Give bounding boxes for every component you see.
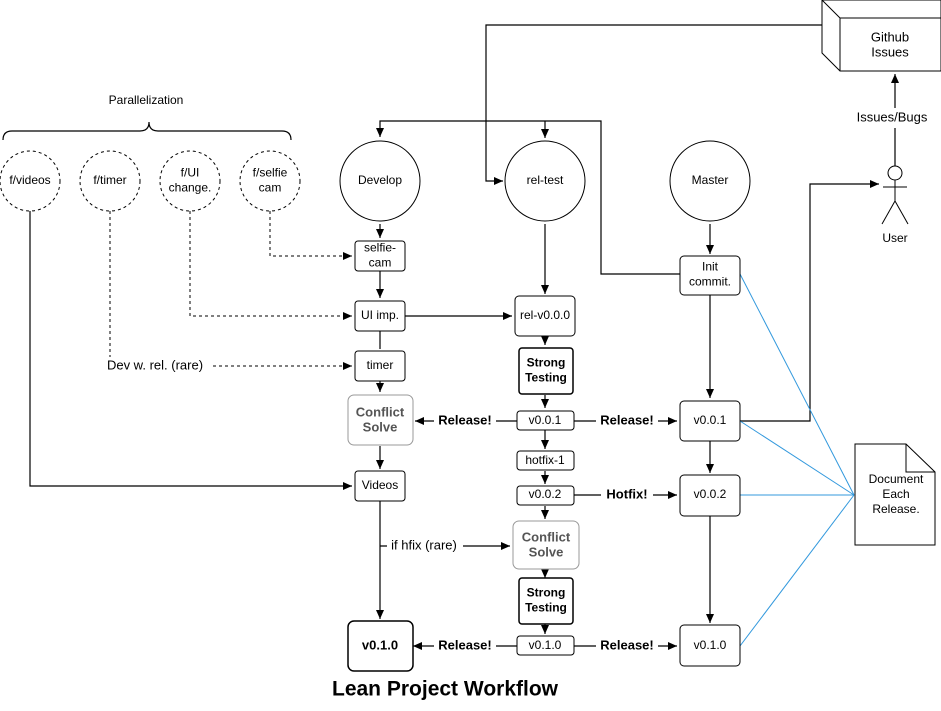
node-label: UI imp. <box>361 308 399 322</box>
feature-label: f/videos <box>9 173 50 187</box>
user-actor[interactable]: User <box>881 165 909 245</box>
node-label: selfie-cam <box>364 241 396 270</box>
node-label: rel-v0.0.0 <box>520 308 570 322</box>
node-v002-master[interactable]: v0.0.2 <box>679 474 741 517</box>
issues-bugs-label: Issues/Bugs <box>857 109 928 124</box>
user-label: User <box>882 231 907 245</box>
branch-label: Develop <box>358 173 402 187</box>
user-icon <box>881 165 909 225</box>
node-label: Videos <box>362 478 398 492</box>
node-v010-rel[interactable]: v0.1.0 <box>516 635 575 656</box>
node-v002-rel[interactable]: v0.0.2 <box>516 485 575 506</box>
release-label-master-v010: Release! <box>600 637 653 652</box>
node-hotfix-1[interactable]: hotfix-1 <box>516 450 575 471</box>
node-timer[interactable]: timer <box>354 350 406 382</box>
hotfix-label: Hotfix! <box>606 486 647 501</box>
release-label-dev-v010: Release! <box>438 637 491 652</box>
release-label-dev-v001: Release! <box>438 412 491 427</box>
node-ui-imp[interactable]: UI imp. <box>354 300 406 332</box>
node-v001-master[interactable]: v0.0.1 <box>679 400 741 442</box>
feature-node-videos[interactable]: f/videos <box>0 150 61 212</box>
release-label-master-v001: Release! <box>600 412 653 427</box>
node-selfie-cam[interactable]: selfie-cam <box>354 240 406 272</box>
node-label: v0.0.1 <box>529 413 562 427</box>
node-v010-master[interactable]: v0.1.0 <box>679 624 741 667</box>
node-v010-dev[interactable]: v0.1.0 <box>347 620 414 672</box>
node-label: v0.0.2 <box>694 487 727 501</box>
node-label: v0.0.2 <box>529 487 562 501</box>
node-label: timer <box>367 358 394 372</box>
parallelization-label: Parallelization <box>109 93 184 107</box>
feature-node-timer[interactable]: f/timer <box>79 150 141 212</box>
branch-label: rel-test <box>527 173 564 187</box>
edge-labels: Parallelization Dev w. rel. (rare) Relea… <box>100 93 938 655</box>
branch-master[interactable]: Master <box>669 140 751 222</box>
node-label: v0.0.1 <box>694 413 727 427</box>
node-videos[interactable]: Videos <box>354 470 406 502</box>
node-label: v0.1.0 <box>694 638 727 652</box>
node-label: v0.1.0 <box>362 637 398 652</box>
branch-label: Master <box>692 173 729 187</box>
main-branches: Develop rel-test Master <box>339 140 751 222</box>
if-hfix-label: if hfix (rare) <box>391 537 457 552</box>
branch-develop[interactable]: Develop <box>339 140 421 222</box>
node-v001-rel[interactable]: v0.0.1 <box>516 410 575 431</box>
feature-label: f/timer <box>93 173 126 187</box>
branch-rel-test[interactable]: rel-test <box>504 140 586 222</box>
node-label: hotfix-1 <box>525 453 565 467</box>
node-rel-v000[interactable]: rel-v0.0.0 <box>514 295 576 337</box>
dev-w-rel-label: Dev w. rel. (rare) <box>107 357 203 372</box>
node-label: v0.1.0 <box>529 638 562 652</box>
diagram-title: Lean Project Workflow <box>332 678 559 701</box>
